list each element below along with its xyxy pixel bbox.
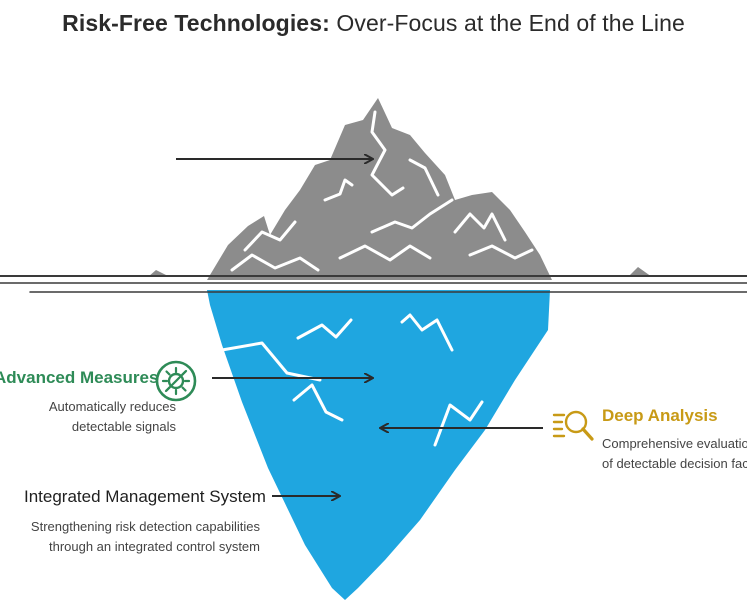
diagram-title: Risk-Free Technologies: Over-Focus at th… bbox=[0, 10, 747, 37]
ice-chunk-right bbox=[628, 267, 652, 277]
integrated-management-desc-line1: Strengthening risk detection capabilitie… bbox=[30, 519, 260, 534]
advanced-measures-title: Advanced Measures bbox=[0, 368, 159, 387]
integrated-management-description: Strengthening risk detection capabilitie… bbox=[0, 517, 260, 557]
iceberg-underwater-cracks bbox=[220, 313, 484, 447]
deep-analysis-title: Deep Analysis bbox=[602, 406, 718, 425]
virus-shield-icon bbox=[155, 360, 197, 402]
deep-analysis-description: Comprehensive evaluation of detectable d… bbox=[602, 434, 747, 474]
iceberg-above-water bbox=[207, 98, 552, 280]
integrated-management-desc-line2: through an integrated control system bbox=[48, 539, 260, 554]
advanced-measures-description: Automatically reduces detectable signals bbox=[0, 397, 176, 437]
advanced-measures-desc-line2: detectable signals bbox=[71, 419, 176, 434]
magnifier-list-icon bbox=[552, 410, 594, 441]
arrows bbox=[176, 159, 543, 496]
title-rest: Over-Focus at the End of the Line bbox=[336, 10, 685, 36]
waterline bbox=[0, 275, 747, 293]
iceberg-above-cracks bbox=[230, 110, 534, 272]
integrated-management-title: Integrated Management System bbox=[24, 487, 266, 506]
deep-analysis-desc-line1: Comprehensive evaluation bbox=[602, 436, 747, 451]
advanced-measures-desc-line1: Automatically reduces bbox=[48, 399, 176, 414]
iceberg-underwater bbox=[207, 290, 550, 600]
deep-analysis-desc-line2: of detectable decision factors bbox=[602, 456, 747, 471]
title-bold: Risk-Free Technologies: bbox=[62, 10, 330, 36]
